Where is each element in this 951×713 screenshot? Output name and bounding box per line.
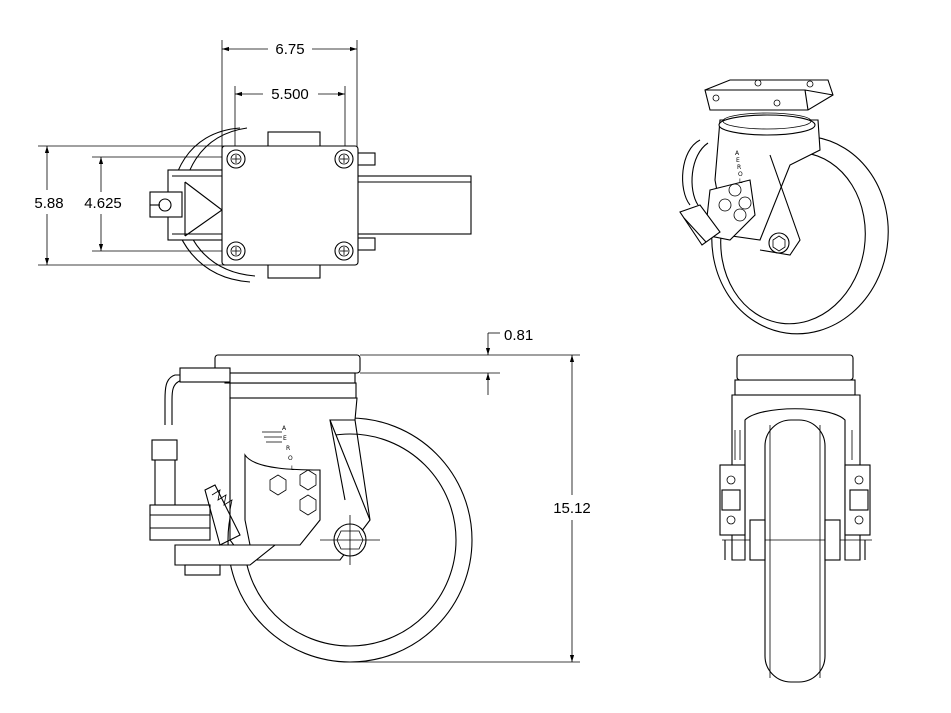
logo: A E R O L [735,150,743,185]
svg-text:E: E [283,435,287,442]
svg-text:L: L [291,465,295,472]
front-view [719,354,872,683]
bolt-hole [226,241,246,261]
dim-plate-thickness-label: 0.81 [504,327,533,344]
svg-text:L: L [739,178,743,185]
logo: A E R O L [262,425,295,472]
top-view: 6.75 5.500 5.88 4.625 [34,40,472,283]
isometric-view: A E R O L [679,79,889,335]
side-view: 0.81 15.12 [149,327,591,663]
svg-text:O: O [738,171,743,178]
dim-bolt-length-label: 4.625 [84,195,122,212]
dim-plate-thickness: 0.81 [485,327,533,395]
dim-overall-width: 6.75 [222,41,357,58]
svg-text:A: A [735,150,740,157]
dim-overall-height: 15.12 [553,355,591,662]
dim-bolt-length: 4.625 [84,157,122,251]
bolt-hole [334,241,354,261]
dim-bolt-width: 5.500 [235,86,345,103]
dim-overall-length-label: 5.88 [34,195,63,212]
dim-bolt-width-label: 5.500 [271,86,309,103]
dim-overall-height-label: 15.12 [553,500,591,517]
bolt-hole [226,149,246,169]
svg-text:R: R [737,164,741,171]
svg-text:A: A [282,425,287,432]
svg-text:O: O [288,455,293,462]
svg-text:R: R [286,445,290,452]
dim-overall-width-label: 6.75 [275,41,304,58]
dim-overall-length: 5.88 [34,146,64,265]
bolt-hole [334,149,354,169]
svg-text:E: E [736,157,740,164]
